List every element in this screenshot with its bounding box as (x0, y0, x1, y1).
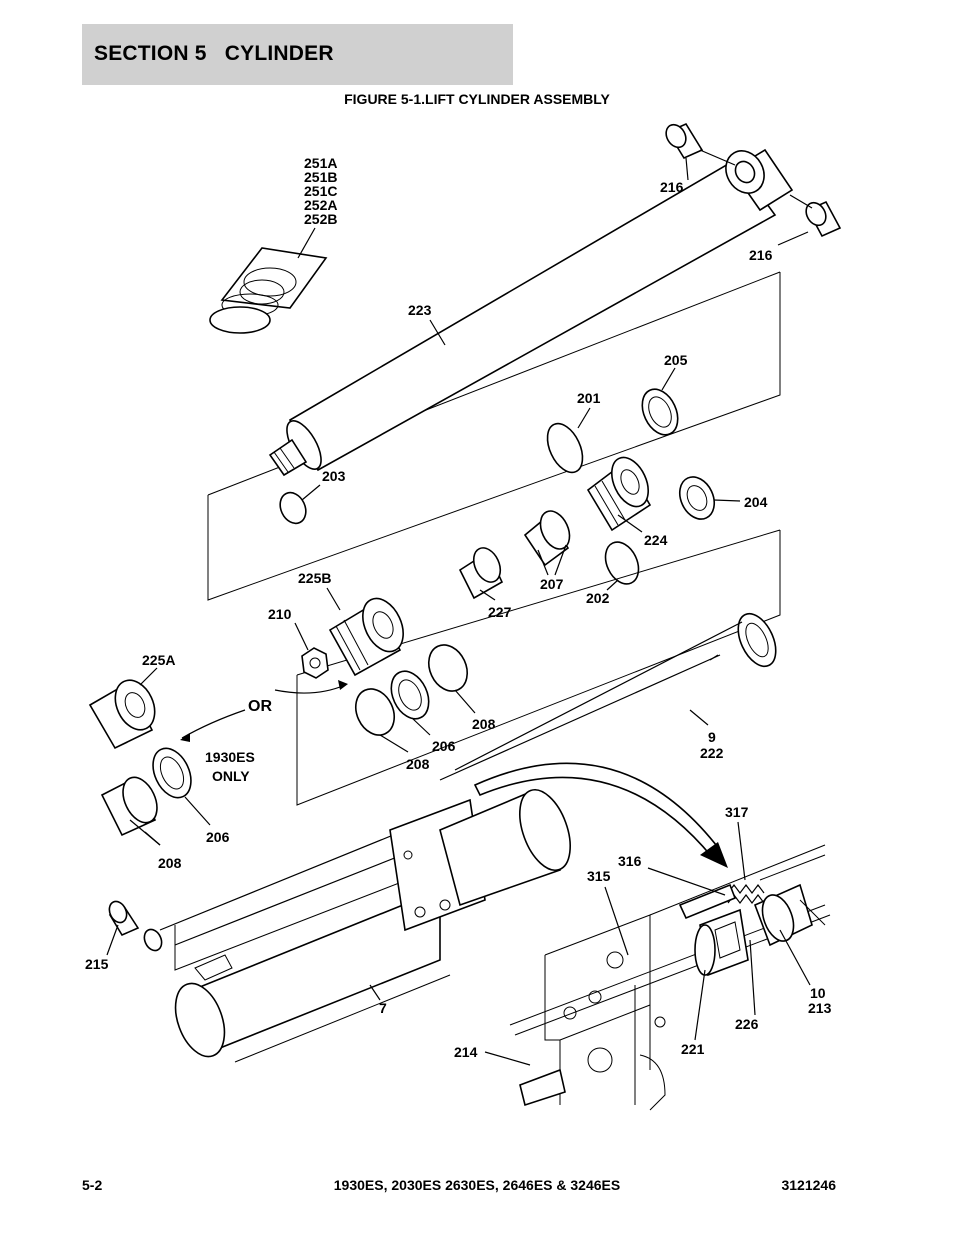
location-arrowhead (700, 842, 728, 868)
piston-225b (328, 597, 404, 677)
callout-labels: 251A 251B 251C 252A 252B 216 216 223 205… (85, 155, 832, 1060)
wear-ring-208-a (427, 644, 469, 692)
o-ring-202 (604, 541, 640, 585)
callout-252a: 252A (304, 197, 337, 213)
seal-204 (678, 476, 716, 520)
callout-225a: 225A (142, 652, 175, 668)
cylinder-rod (268, 158, 777, 477)
wear-ring-208-b (354, 688, 396, 736)
section-title: SECTION 5 CYLINDER (94, 42, 334, 65)
callout-251c: 251C (304, 183, 337, 199)
callout-208-a: 208 (472, 716, 496, 732)
spring-317 (727, 854, 826, 947)
callout-only: ONLY (212, 768, 250, 784)
callout-1930es: 1930ES (205, 749, 255, 765)
model-list: 1930ES, 2030ES 2630ES, 2646ES & 3246ES (333, 1177, 621, 1193)
solenoid-221 (694, 908, 749, 977)
callout-224: 224 (644, 532, 668, 548)
wear-ring-207 (523, 510, 571, 567)
callout-206-a: 206 (432, 738, 456, 754)
callout-10: 10 (810, 985, 826, 1001)
callout-204: 204 (744, 494, 768, 510)
callout-315: 315 (587, 868, 611, 884)
callout-210: 210 (268, 606, 292, 622)
or-arrowhead-right (338, 680, 348, 690)
callout-9: 9 (708, 729, 716, 745)
leader-lines (106, 157, 811, 1066)
callout-214: 214 (454, 1044, 478, 1060)
seal-206-a (390, 670, 430, 720)
upper-panel-outline (207, 272, 781, 601)
callout-205: 205 (664, 352, 688, 368)
callout-208-c: 208 (158, 855, 182, 871)
bushing-215 (108, 900, 163, 952)
wiper-205 (641, 388, 679, 436)
valve-block (389, 788, 571, 932)
callout-223: 223 (408, 302, 432, 318)
callout-or: OR (248, 698, 272, 715)
callout-251b: 251B (304, 169, 337, 185)
wear-ring-208-c (100, 776, 158, 837)
o-ring-201 (546, 422, 584, 474)
rod-eye (725, 148, 794, 212)
figure-title: FIGURE 5-1.LIFT CYLINDER ASSEMBLY (344, 91, 610, 107)
callout-207: 207 (540, 576, 564, 592)
seal-kit-bag (209, 247, 328, 334)
nut-210 (301, 647, 329, 679)
chassis-frame (509, 844, 831, 1111)
callout-226: 226 (735, 1016, 759, 1032)
cylinder-barrel-end (439, 612, 777, 781)
callout-213: 213 (808, 1000, 832, 1016)
seal-206-b (152, 747, 192, 799)
callout-206-b: 206 (206, 829, 230, 845)
callout-222: 222 (700, 745, 724, 761)
piston-225a (88, 679, 156, 750)
pin-315 (678, 883, 737, 920)
callout-216-right: 216 (749, 247, 773, 263)
callout-203: 203 (322, 468, 346, 484)
callout-7: 7 (379, 1000, 387, 1016)
callout-208-b: 208 (406, 756, 430, 772)
bushing-216-top (665, 122, 704, 160)
callout-225b: 225B (298, 570, 331, 586)
bushing-216-right (805, 200, 842, 238)
section-header-bar: SECTION 5 CYLINDER (82, 24, 513, 85)
callout-251a: 251A (304, 155, 337, 171)
cylinder-head-224 (586, 456, 652, 532)
document-number: 3121246 (781, 1177, 836, 1193)
callout-221: 221 (681, 1041, 705, 1057)
callout-201: 201 (577, 390, 601, 406)
or-arrow-left (181, 709, 246, 739)
callout-252b: 252B (304, 211, 337, 227)
cylinder-body-7 (159, 819, 511, 1063)
callout-215: 215 (85, 956, 109, 972)
ring-203 (279, 491, 307, 525)
callout-317: 317 (725, 804, 749, 820)
callout-202: 202 (586, 590, 610, 606)
or-arrow-right (274, 684, 346, 694)
middle-panel-outline (296, 530, 781, 806)
callout-227: 227 (488, 604, 512, 620)
callout-216-top: 216 (660, 179, 684, 195)
or-arrowhead-left (180, 733, 190, 742)
callout-316: 316 (618, 853, 642, 869)
spacer-227 (458, 547, 504, 600)
page-number: 5-2 (82, 1177, 103, 1193)
